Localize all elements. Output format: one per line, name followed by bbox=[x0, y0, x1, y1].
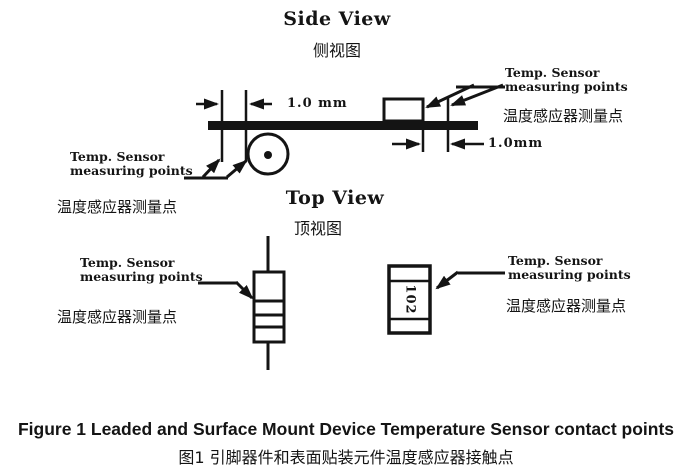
side-view-title: Side View bbox=[283, 8, 391, 30]
sensor-label-bottom-left-zh: 温度感应器测量点 bbox=[57, 308, 178, 326]
sensor-label-line2: measuring points bbox=[80, 269, 203, 284]
figure-caption-zh: 图1 引脚器件和表面贴装元件温度感应器接触点 bbox=[178, 448, 514, 467]
leaded-component-body bbox=[252, 270, 286, 344]
smd-component-top-view bbox=[387, 264, 432, 335]
sensor-label-top-right: Temp. Sensor measuring points bbox=[505, 66, 628, 94]
lead-wire-center-dot bbox=[264, 151, 272, 159]
figure-caption-en: Figure 1 Leaded and Surface Mount Device… bbox=[17, 419, 675, 439]
leader-arrow-left-a bbox=[201, 158, 221, 179]
leader-arrow-left-b bbox=[226, 159, 248, 179]
sensor-label-line2: measuring points bbox=[70, 163, 193, 178]
leader-arrow-top-right-a bbox=[425, 83, 475, 109]
gap-dimension-label: 1.0 mm bbox=[287, 96, 348, 111]
sensor-label-line2: measuring points bbox=[508, 267, 631, 282]
sensor-label-top-right-zh: 温度感应器测量点 bbox=[503, 107, 624, 125]
sensor-label-bottom-right-zh: 温度感应器测量点 bbox=[506, 297, 627, 315]
side-view-title-zh: 侧视图 bbox=[312, 41, 361, 60]
sensor-label-line2: measuring points bbox=[505, 79, 628, 94]
top-view-title: Top View bbox=[285, 187, 385, 209]
smd-marking: 102 bbox=[402, 284, 418, 315]
top-view-title-zh: 顶视图 bbox=[293, 219, 342, 238]
sensor-label-line1: Temp. Sensor bbox=[70, 149, 165, 164]
pcb-board-side-view bbox=[208, 121, 478, 130]
sensor-label-line1: Temp. Sensor bbox=[80, 255, 175, 270]
sensor-label-left-zh: 温度感应器测量点 bbox=[57, 198, 178, 216]
sensor-label-left: Temp. Sensor measuring points bbox=[70, 150, 193, 178]
sensor-label-bottom-left: Temp. Sensor measuring points bbox=[80, 256, 203, 284]
technical-diagram bbox=[184, 83, 505, 370]
leader-arrow-bottom-right bbox=[435, 270, 459, 290]
leader-arrow-bottom-left bbox=[234, 280, 254, 300]
smd-component-side-view bbox=[382, 97, 425, 123]
sensor-label-line1: Temp. Sensor bbox=[508, 253, 603, 268]
standoff-dimension-label: 1.0mm bbox=[488, 136, 544, 151]
sensor-label-line1: Temp. Sensor bbox=[505, 65, 600, 80]
leader-arrow-top-right-b bbox=[450, 83, 504, 107]
sensor-label-bottom-right: Temp. Sensor measuring points bbox=[508, 254, 631, 282]
